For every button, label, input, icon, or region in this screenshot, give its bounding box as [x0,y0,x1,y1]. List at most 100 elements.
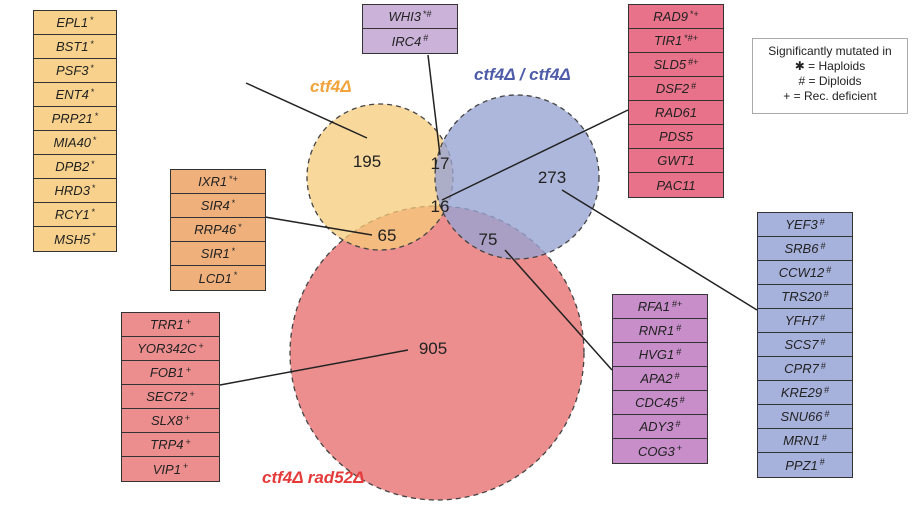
gene-cell: ADY3# [613,415,707,439]
gene-name: SEC72 [146,389,188,404]
gene-cell: YEF3# [758,213,852,237]
gene-cell: SNU66# [758,405,852,429]
gene-mark: + [182,461,189,471]
gene-box-haploid-double: IXR1*+SIR4*RRP46*SIR1*LCD1* [170,169,266,291]
gene-cell: DPB2* [34,155,116,179]
gene-mark: # [691,80,697,91]
gene-cell: TRR1+ [122,313,219,337]
gene-box-double-only: TRR1+YOR342C+FOB1+SEC72+SLX8+TRP4+VIP1+ [121,312,220,482]
connector-diploid-only [561,189,758,311]
gene-cell: PAC11 [629,173,723,197]
gene-mark: * [90,38,95,49]
gene-name: PSF3 [55,63,89,78]
gene-mark: * [91,182,96,193]
gene-mark: * [90,14,94,25]
connector-haploid-diploid [427,54,441,156]
count-haploid-only: 195 [352,152,382,171]
gene-name: SIR1 [200,246,230,261]
gene-name: RAD9 [653,9,688,24]
legend-rec-deficient: + = Rec. deficient [783,89,877,103]
gene-mark: * [233,270,238,280]
count-diploid-only: 273 [537,168,567,187]
gene-cell: SRB6# [758,237,852,261]
connector-diploid-double [504,249,613,371]
gene-mark: *# [422,8,432,19]
gene-cell: SIR1* [171,242,265,266]
gene-name: SRB6 [784,241,819,256]
gene-name: BST1 [55,39,89,54]
gene-name: HRD3 [54,183,90,198]
gene-cell: BST1* [34,35,116,59]
gene-mark: * [90,62,95,73]
gene-cell: SEC72+ [122,385,219,409]
gene-name: MRN1 [783,433,820,448]
connector-haploid-double [264,216,373,236]
gene-name: HVG1 [638,347,675,362]
gene-cell: LCD1* [171,266,265,290]
gene-mark: # [819,457,825,467]
legend-diploids: # = Diploids [798,74,862,88]
gene-cell: TRS20# [758,285,852,309]
gene-name: RNR1 [638,323,675,338]
legend-haploids: ✱ = Haploids [794,59,866,73]
gene-name: GWT1 [657,153,695,168]
gene-mark: + [676,443,683,453]
gene-mark: #+ [672,298,683,309]
legend-title: Significantly mutated in [768,44,892,58]
gene-name: IRC4 [391,33,422,49]
gene-name: CCW12 [778,265,825,280]
label-haploid: ctf4Δ [310,77,352,96]
connector-double-only [219,349,409,386]
gene-mark: # [819,216,825,227]
gene-mark: #+ [688,56,699,67]
gene-mark: # [824,408,830,419]
gene-name: ENT4 [55,87,89,102]
gene-name: WHI3 [388,9,421,24]
count-diploid-double: 75 [478,230,498,249]
gene-cell: IRC4# [363,29,457,53]
gene-mark: + [184,412,191,423]
gene-name: TIR1 [654,33,683,48]
gene-name: RFA1 [637,299,670,314]
gene-mark: * [231,197,236,208]
gene-name: RAD61 [655,105,697,120]
gene-cell: HRD3* [34,179,116,203]
gene-mark: # [826,264,832,275]
gene-cell: ENT4* [34,83,116,107]
gene-cell: WHI3*# [363,5,457,29]
gene-cell: RNR1# [613,319,707,343]
gene-cell: TRP4+ [122,433,219,457]
gene-name: EPL1 [56,15,89,30]
gene-cell: RAD61 [629,101,723,125]
gene-cell: SCS7# [758,333,852,357]
gene-name: FOB1 [149,365,184,380]
gene-mark: * [91,206,96,217]
gene-name: MIA40 [53,135,92,150]
count-all-three: 16 [430,197,450,216]
gene-name: VIP1 [152,461,181,477]
gene-cell: FOB1+ [122,361,219,385]
gene-box-haploid-diploid: WHI3*#IRC4# [362,4,458,54]
gene-mark: # [679,394,685,405]
gene-mark: # [676,346,682,357]
gene-cell: MSH5* [34,227,116,251]
gene-name: DPB2 [55,159,90,174]
gene-name: SLD5 [653,57,687,72]
gene-name: CPR7 [784,361,819,376]
gene-mark: * [92,231,96,241]
gene-mark: * [231,245,236,256]
gene-name: PDS5 [659,129,693,144]
gene-mark: # [674,370,680,381]
gene-mark: # [824,384,830,395]
gene-mark: + [185,364,192,375]
connector-all-three [441,109,629,201]
gene-mark: # [676,322,682,333]
gene-cell: CDC45# [613,391,707,415]
gene-name: DSF2 [655,81,690,96]
gene-name: YEF3 [785,217,818,232]
gene-mark: * [90,86,95,97]
gene-name: PPZ1 [785,457,818,473]
gene-mark: * [91,158,95,169]
gene-mark: * [93,134,97,145]
